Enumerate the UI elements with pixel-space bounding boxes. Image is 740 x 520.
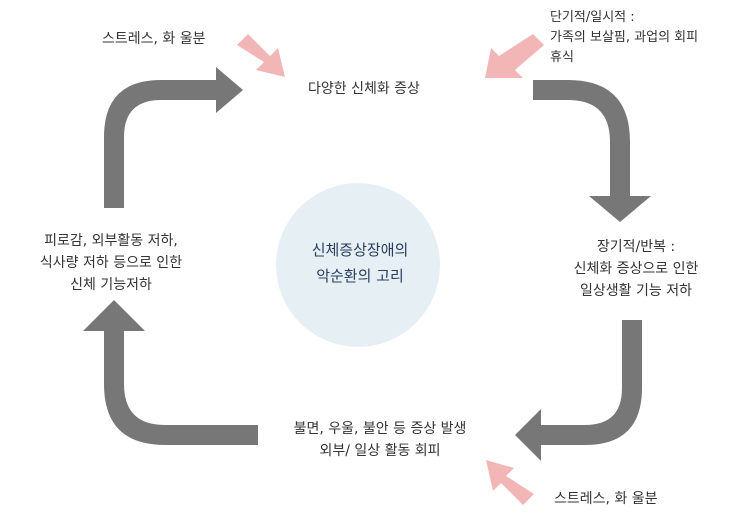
node-bottom: 불면, 우울, 불안 등 증상 발생 외부/ 일상 활동 회피 <box>262 418 498 462</box>
annotation-top-right-line1: 단기적/일시적 : <box>550 10 635 25</box>
node-right-line3: 일상생활 기능 저하 <box>580 283 692 299</box>
annotation-top-left-stress: 스트레스, 화 울분 <box>102 31 206 47</box>
node-left-line2: 식사량 저하 등으로 인한 <box>39 255 183 271</box>
node-left: 피로감, 외부활동 저하, 식사량 저하 등으로 인한 신체 기능저하 <box>18 230 204 296</box>
stress-arrow-bottom-right <box>486 460 534 505</box>
node-bottom-line1: 불면, 우울, 불안 등 증상 발생 <box>293 421 467 437</box>
annotation-top-right-line2: 가족의 보살핌, 과업의 회피 <box>550 30 699 45</box>
annotation-top-right-line3: 휴식 <box>550 50 574 65</box>
node-left-line1: 피로감, 외부활동 저하, <box>44 233 178 249</box>
center-title-line2: 악순환의 고리 <box>316 267 404 285</box>
node-bottom-line2: 외부/ 일상 활동 회피 <box>319 443 441 459</box>
node-left-line3: 신체 기능저하 <box>70 277 152 293</box>
node-right: 장기적/반복 : 신체화 증상으로 인한 일상생활 기능 저하 <box>545 236 727 302</box>
cycle-arrow-top-right <box>533 80 651 222</box>
annotation-bottom-right-stress: 스트레스, 화 울분 <box>554 491 658 507</box>
stress-arrow-top-left <box>237 34 285 77</box>
node-top-label: 다양한 신체화 증상 <box>308 81 420 97</box>
node-right-line2: 신체화 증상으로 인한 <box>573 261 699 277</box>
cycle-arrow-bottom-left <box>83 300 258 445</box>
cycle-arrow-bottom-right <box>515 320 642 461</box>
annotation-top-right: 단기적/일시적 : 가족의 보살핌, 과업의 회피 휴식 <box>550 8 698 68</box>
center-title-line1: 신체증상장애의 <box>311 241 409 259</box>
center-circle <box>276 183 440 347</box>
cycle-arrow-top-left <box>104 67 243 208</box>
stress-arrow-top-right <box>485 34 544 78</box>
node-right-line1: 장기적/반복 : <box>596 239 676 255</box>
